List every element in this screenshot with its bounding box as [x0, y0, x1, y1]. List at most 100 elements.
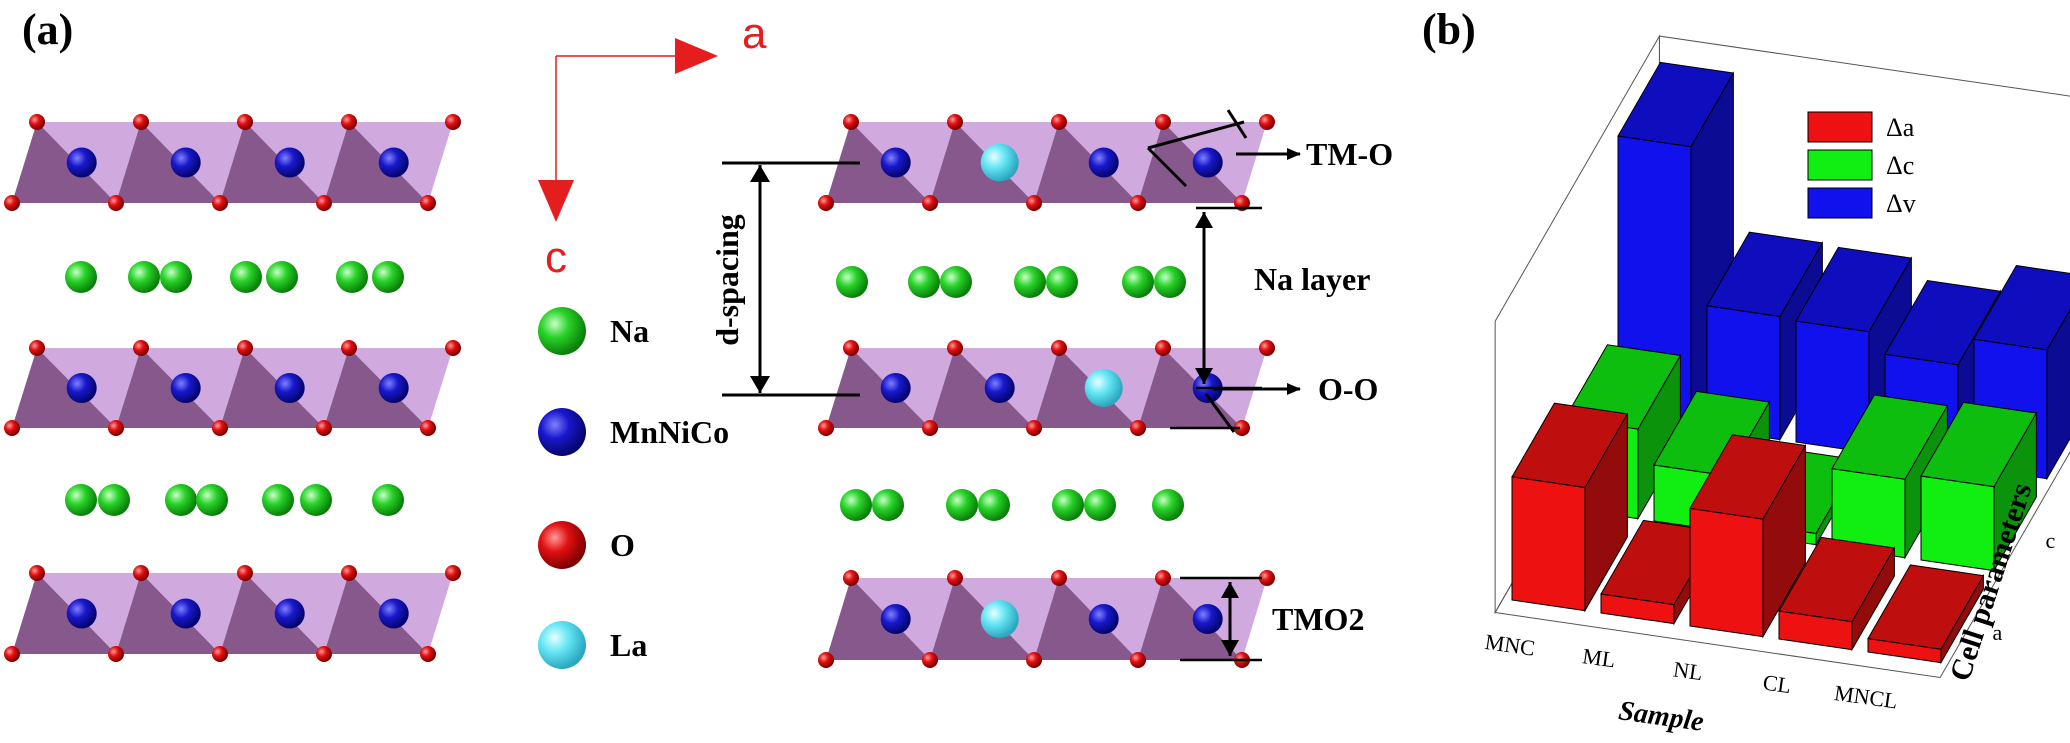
tmo2-slab-left-1 — [4, 114, 461, 211]
o-atom — [420, 646, 436, 662]
na-atom — [1122, 266, 1154, 298]
bar-side-face — [2046, 308, 2070, 481]
category-label: ML — [1581, 643, 1617, 672]
octahedron-face — [324, 348, 428, 428]
tm-atom — [1192, 147, 1223, 178]
category-label: CL — [1761, 669, 1792, 698]
atom-legend: Na MnNiCo O La — [538, 307, 729, 669]
x-axis-title: Sample — [1617, 695, 1706, 738]
o-atom — [1130, 652, 1146, 668]
na-atom — [65, 261, 97, 293]
bar-Δa-MNC — [1511, 402, 1629, 613]
legend-label: Δa — [1886, 113, 1915, 142]
legend-o-label: O — [610, 527, 635, 563]
octahedron-face — [826, 348, 930, 428]
na-atom — [1154, 266, 1186, 298]
o-atom — [818, 195, 834, 211]
tm-atom — [984, 373, 1015, 403]
o-atom — [1026, 420, 1042, 436]
na-atom — [946, 489, 978, 521]
na-atom — [940, 266, 972, 298]
panel-b-label: (b) — [1422, 5, 1476, 54]
o-atom — [1155, 570, 1171, 586]
depth-tick-label: c — [2045, 528, 2055, 553]
bar-top-face — [1653, 390, 1771, 477]
na-atom — [372, 261, 404, 293]
d-spacing-label: d-spacing — [709, 214, 745, 346]
crystal-axes: a c — [538, 9, 767, 282]
bar-top-face — [1511, 402, 1629, 489]
tm-atom — [880, 373, 911, 403]
o-atom — [29, 565, 45, 581]
o-atom — [1051, 114, 1067, 130]
o-o-label: O-O — [1318, 371, 1378, 407]
o-atom — [1155, 114, 1171, 130]
na-atom — [372, 484, 404, 516]
bar-top-face — [1617, 61, 1735, 148]
legend-swatch — [1807, 187, 1873, 219]
na-layer-arrowhead-down — [1195, 368, 1213, 384]
o-atom — [445, 114, 461, 130]
na-layer-arrowhead-up — [1195, 212, 1213, 228]
tm-atom — [378, 598, 409, 629]
octahedron-face — [324, 122, 428, 203]
na-layer-left-1 — [65, 261, 404, 293]
series-0 — [1511, 402, 1985, 665]
na-atom — [840, 489, 872, 521]
tmo2-slab-right-3 — [818, 570, 1275, 668]
tm-atom — [880, 147, 911, 178]
tm-atom — [274, 598, 305, 629]
tm-atom — [66, 147, 97, 178]
tm-atom — [170, 147, 201, 178]
o-atom — [947, 340, 963, 356]
na-atom — [872, 489, 904, 521]
o-atom — [108, 420, 124, 436]
o-atom — [445, 340, 461, 356]
o-atom — [1130, 195, 1146, 211]
octahedron-face — [116, 348, 220, 428]
tm-atom — [378, 147, 409, 178]
tmo2-slab-right-1 — [818, 114, 1275, 211]
na-atom — [230, 261, 262, 293]
tm-atom — [274, 373, 305, 403]
o-atom — [133, 340, 149, 356]
octahedron-face — [116, 122, 220, 203]
category-label: MNCL — [1833, 680, 1899, 714]
na-layer-left-2 — [65, 484, 404, 516]
mnnico-legend-swatch — [538, 408, 586, 456]
o-atom — [1026, 652, 1042, 668]
tm-o-bond-line-c — [1226, 109, 1248, 139]
na-atom — [65, 484, 97, 516]
o-atom — [922, 195, 938, 211]
octahedron-face — [12, 573, 116, 654]
o-atom — [108, 646, 124, 662]
panel-a-label: (a) — [22, 5, 73, 54]
bar-top-face — [1920, 401, 2038, 488]
na-atom — [836, 266, 868, 298]
tm-atom — [170, 373, 201, 403]
bar-top-face — [1973, 265, 2070, 351]
o-atom — [316, 195, 332, 211]
o-legend-swatch — [538, 521, 586, 569]
bar-top-face — [1831, 394, 1949, 480]
tm-atom — [274, 147, 305, 178]
o-o-bond-line — [1204, 393, 1236, 433]
bar-Δa-MNCL — [1867, 564, 1985, 665]
o-atom — [4, 195, 20, 211]
bar-top-face — [1867, 564, 1985, 650]
la-atom — [980, 600, 1019, 638]
legend-label: Δv — [1886, 189, 1916, 218]
bar-front-face — [1511, 476, 1586, 612]
tm-atom — [378, 373, 409, 403]
o-atom — [420, 420, 436, 436]
o-atom — [1259, 340, 1275, 356]
o-atom — [316, 646, 332, 662]
o-atom — [1234, 420, 1250, 436]
o-atom — [341, 114, 357, 130]
octahedron-face — [324, 573, 428, 654]
na-atom — [160, 261, 192, 293]
bar-top-face — [1706, 231, 1824, 318]
o-atom — [1259, 114, 1275, 130]
o-atom — [1155, 340, 1171, 356]
